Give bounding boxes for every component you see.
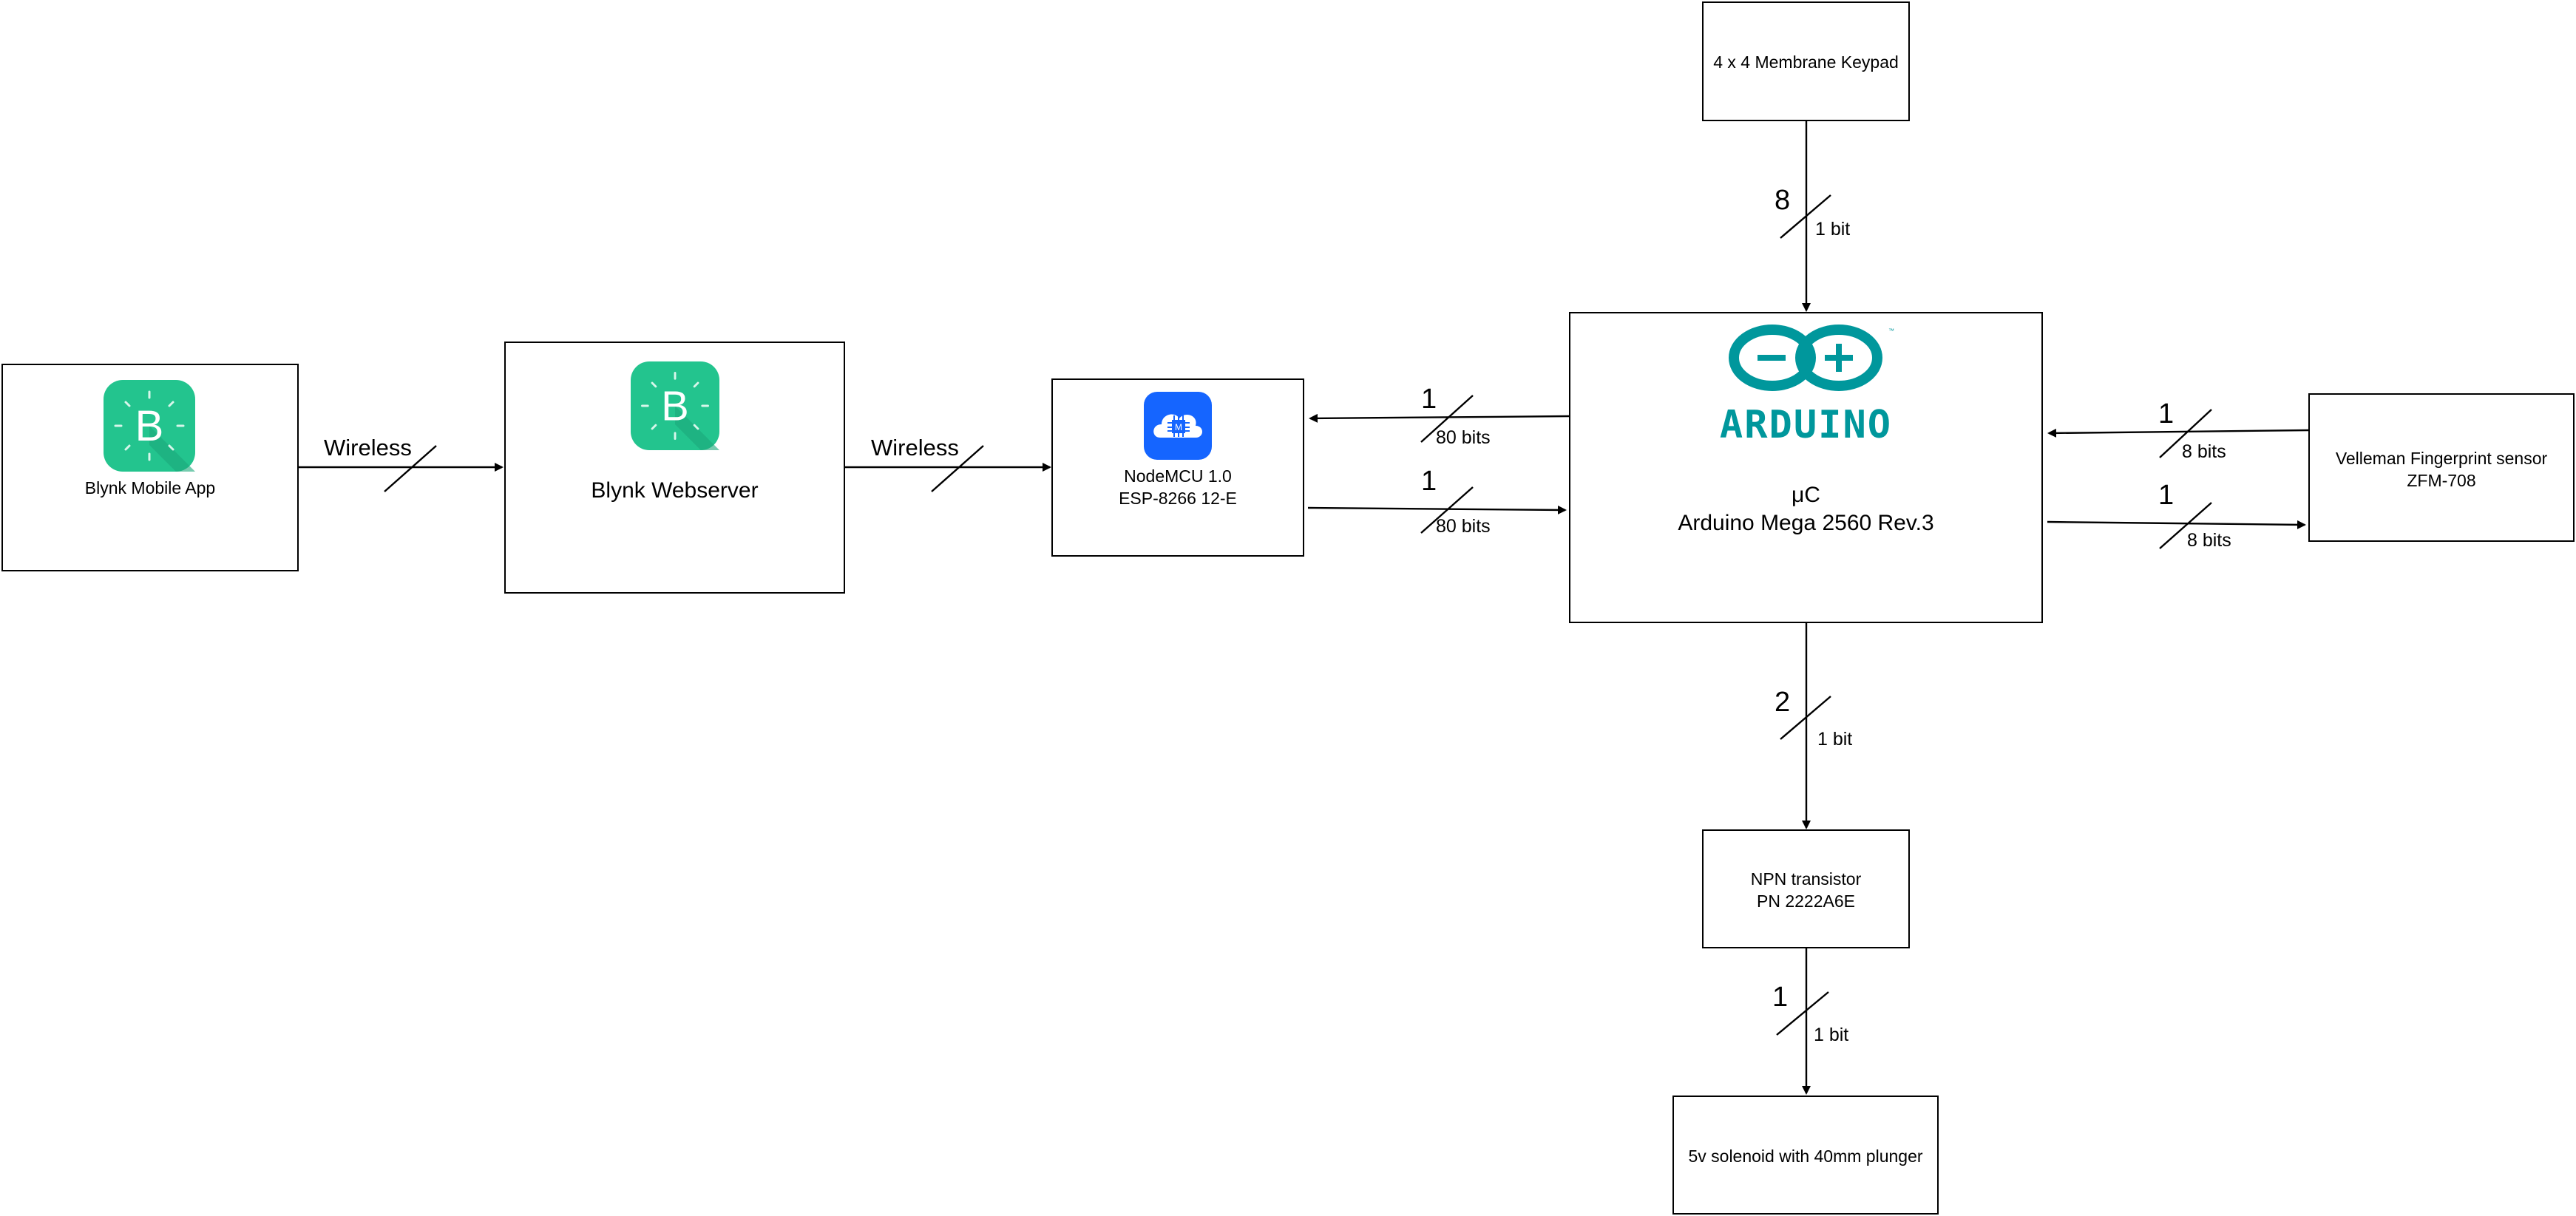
bus-slash [1420,395,1474,443]
bus-slash [931,445,984,492]
bus-slash [1776,991,1829,1036]
bus-width-fingerprint-to-arduino: 8 bits [2182,441,2226,462]
svg-text:M: M [1175,422,1182,432]
bus-slash [1780,194,1831,239]
blynk-logo-icon: B [104,380,195,472]
bus-slash [1420,486,1474,534]
blynk-logo-icon: B [631,361,719,450]
bus-width-arduino-to-nodemcu: 80 bits [1436,427,1491,448]
nodemcu-name: NodeMCU 1.0 [1124,466,1232,486]
keypad-label: 4 x 4 Membrane Keypad [1713,52,1899,72]
blynk-mobile-app-block: B Blynk Mobile App [1,364,299,571]
blynk-webserver-block: B Blynk Webserver [504,342,845,594]
nodemcu-block: M NodeMCU 1.0 ESP-8266 12-E [1051,378,1304,557]
bus-count-nodemcu-to-arduino: 1 [1421,466,1437,497]
solenoid-label: 5v solenoid with 40mm plunger [1688,1147,1923,1166]
arduino-infinity-logo: ™ [1717,324,1902,412]
link-fingerprint-to-arduino [2047,428,2309,438]
bus-count-arduino-to-transistor: 2 [1775,687,1791,718]
link-nodemcu-to-arduino [1307,505,1567,514]
transistor-block: NPN transistor PN 2222A6E [1702,829,1910,948]
solenoid-block: 5v solenoid with 40mm plunger [1672,1096,1939,1215]
svg-text:™: ™ [1888,327,1894,334]
transistor-type: NPN transistor [1750,869,1862,889]
bus-count-transistor-to-solenoid: 1 [1772,982,1789,1013]
keypad-block: 4 x 4 Membrane Keypad [1702,1,1910,121]
bus-width-arduino-to-transistor: 1 bit [1817,729,1853,750]
microcontroller-symbol: μC [1792,483,1820,507]
bus-slash [2159,409,2212,458]
svg-text:B: B [661,382,688,429]
fingerprint-sensor-model: ZFM-708 [2407,471,2476,490]
wireless-label-app-server: Wireless [324,435,412,461]
blynk-webserver-label: Blynk Webserver [591,478,759,503]
bus-slash [1780,696,1831,740]
cloud-chip-icon: M [1144,392,1212,460]
bus-width-keypad-to-arduino: 1 bit [1815,219,1851,240]
blynk-mobile-app-label: Blynk Mobile App [84,478,216,497]
bus-width-transistor-to-solenoid: 1 bit [1814,1025,1849,1045]
bus-count-arduino-to-fingerprint: 1 [2158,480,2175,511]
arduino-logo-wordmark: ARDUINO [1719,403,1893,447]
svg-text:B: B [135,402,164,450]
bus-count-fingerprint-to-arduino: 1 [2158,398,2175,429]
transistor-part: PN 2222A6E [1757,891,1855,911]
fingerprint-sensor-block: Velleman Fingerprint sensor ZFM-708 [2308,393,2575,542]
bus-count-keypad-to-arduino: 8 [1775,185,1791,216]
nodemcu-module: ESP-8266 12-E [1119,489,1237,508]
bus-count-arduino-to-nodemcu: 1 [1421,384,1437,415]
arduino-model: Arduino Mega 2560 Rev.3 [1678,511,1934,535]
wireless-label-server-nodemcu: Wireless [871,435,959,461]
bus-width-arduino-to-fingerprint: 8 bits [2187,530,2231,551]
bus-slash [384,445,437,492]
bus-width-nodemcu-to-arduino: 80 bits [1436,516,1491,537]
arduino-block: ™ ARDUINO μC Arduino Mega 2560 Rev.3 [1569,312,2043,623]
link-arduino-to-fingerprint [2047,520,2306,529]
bus-slash [2159,502,2212,549]
fingerprint-sensor-name: Velleman Fingerprint sensor [2335,449,2548,468]
link-arduino-to-nodemcu [1309,413,1570,423]
